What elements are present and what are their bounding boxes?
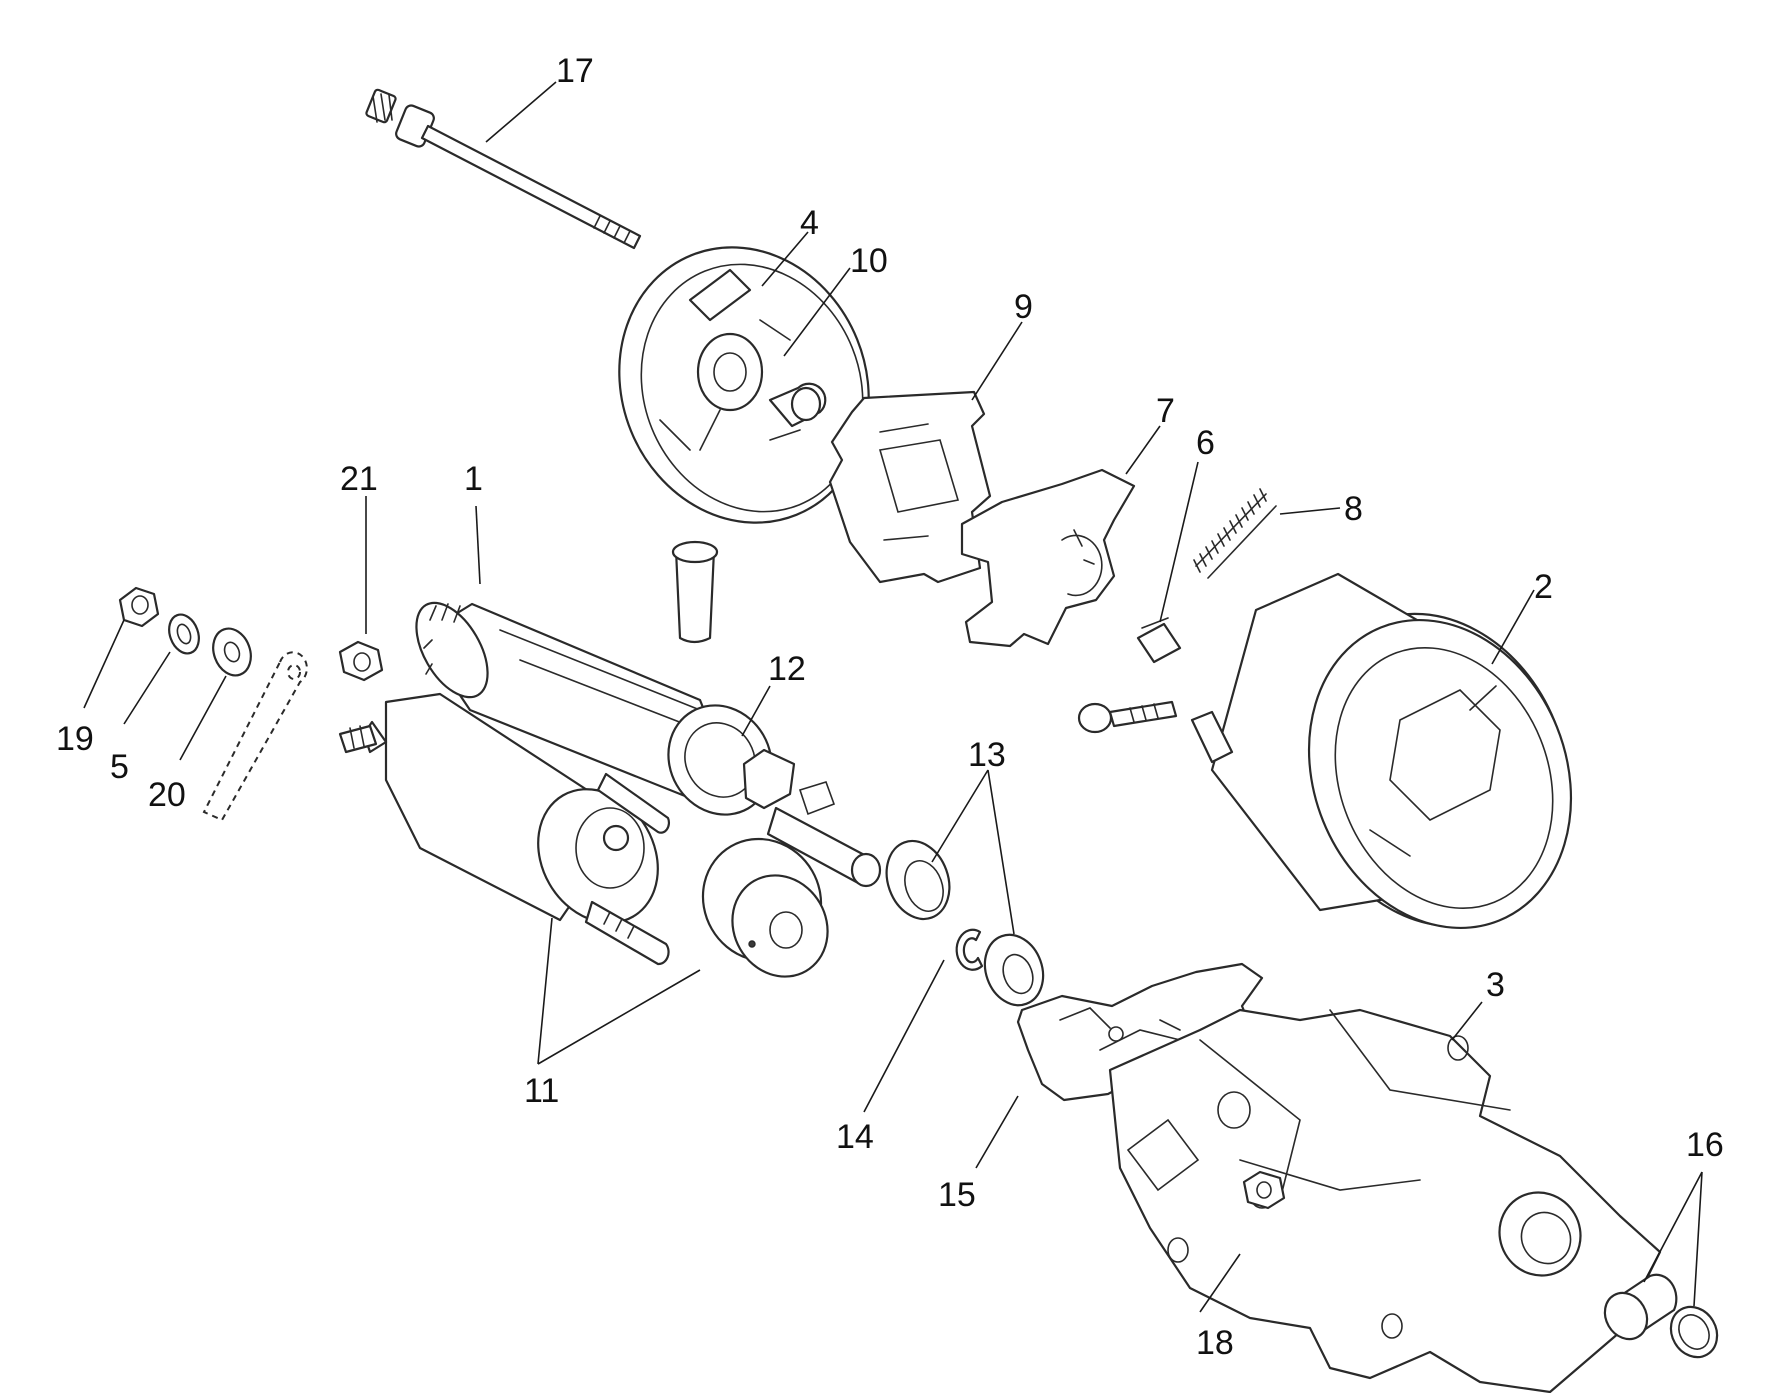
label-7: 7 [1156, 392, 1175, 430]
label-11: 11 [524, 1072, 559, 1110]
part-20-washer [212, 627, 252, 677]
part-7-brush-holder [960, 468, 1136, 648]
label-4: 4 [800, 204, 819, 242]
part-11-plunger-cap [701, 837, 829, 978]
label-14: 14 [836, 1118, 874, 1156]
label-13: 13 [968, 736, 1006, 774]
part-1-armature [415, 601, 882, 888]
label-6: 6 [1196, 424, 1215, 462]
label-21: 21 [340, 460, 378, 498]
label-20: 20 [148, 776, 186, 814]
part-14-snap-ring [955, 928, 984, 971]
part-9-gasket [828, 390, 992, 584]
part-11-solenoid-switch [338, 692, 671, 966]
part-2-field-housing [1077, 572, 1573, 930]
part-18-bolt [1242, 1170, 1286, 1210]
label-12: 12 [768, 650, 806, 688]
part-17-through-bolt [365, 88, 642, 250]
part-8-spring [1193, 488, 1277, 579]
cable-terminal-dashed [202, 651, 308, 822]
part-16-ring [1669, 1305, 1719, 1359]
leader-lines [83, 81, 1703, 1313]
part-6-brush [1136, 617, 1182, 664]
label-8: 8 [1344, 490, 1363, 528]
part-4-end-cover [618, 246, 870, 524]
label-9: 9 [1014, 288, 1033, 326]
label-1: 1 [464, 460, 483, 498]
part-21-nut [338, 640, 384, 682]
part-5-lock-washer [168, 613, 200, 655]
label-3: 3 [1486, 966, 1505, 1004]
part-13-bushing-a [885, 839, 951, 921]
label-15: 15 [938, 1176, 976, 1214]
part-13-bushing-b [983, 933, 1045, 1007]
label-10: 10 [850, 242, 888, 280]
part-16-bushing [1603, 1273, 1678, 1341]
label-17: 17 [556, 52, 594, 90]
label-18: 18 [1196, 1324, 1234, 1362]
part-brush-sleeve [671, 540, 719, 644]
label-19: 19 [56, 720, 94, 758]
part-19-nut [118, 586, 160, 628]
label-2: 2 [1534, 568, 1553, 606]
callout-labels: 17 4 10 9 7 6 8 2 21 1 12 13 19 5 20 11 … [56, 52, 1724, 1362]
part-3-drive-housing [1108, 1008, 1662, 1393]
label-16: 16 [1686, 1126, 1724, 1164]
label-5: 5 [110, 748, 129, 786]
